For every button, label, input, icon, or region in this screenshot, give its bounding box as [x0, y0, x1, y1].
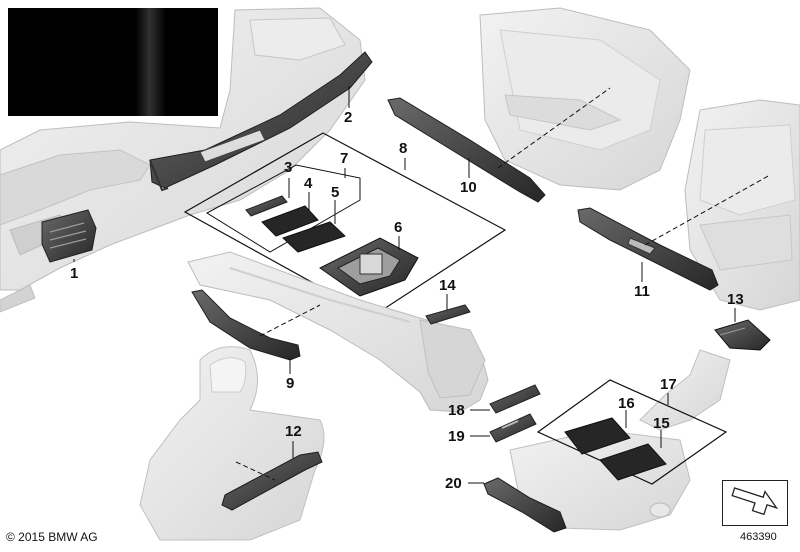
callout-8: 8 [399, 140, 408, 157]
frame-7 [206, 164, 361, 253]
orientation-box [722, 480, 788, 526]
part-20-trim [468, 477, 567, 533]
callout-9: 9 [286, 375, 295, 392]
part-11-door-trim [577, 174, 771, 291]
part-15-mat [599, 430, 667, 481]
arrow-icon [731, 487, 779, 516]
rear-door-panel [684, 99, 800, 311]
callout-10: 10 [460, 179, 477, 196]
thumbnail-sheen [136, 8, 166, 116]
callout-13: 13 [727, 291, 744, 308]
callout-6: 6 [394, 219, 403, 236]
callout-11: 11 [634, 283, 650, 300]
part-4-mat [261, 192, 319, 237]
callout-14: 14 [439, 277, 456, 294]
part-13-trim [714, 308, 771, 351]
callout-3: 3 [284, 159, 293, 176]
part-6-selector-trim [319, 236, 419, 297]
part-2-dash-trim [149, 51, 373, 192]
diagram-number: 463390 [740, 531, 777, 543]
seat [139, 346, 325, 541]
part-10-door-trim [387, 87, 611, 203]
callout-20: 20 [445, 475, 462, 492]
part-12-seat-trim [221, 441, 323, 511]
part-14-console-trim [425, 294, 471, 325]
callout-5: 5 [331, 184, 340, 201]
callout-4: 4 [304, 175, 313, 192]
callout-16: 16 [618, 395, 635, 412]
callout-17: 17 [660, 376, 677, 393]
callout-1: 1 [70, 265, 79, 282]
part-3-trim-strip [245, 178, 290, 217]
callout-7: 7 [340, 150, 349, 167]
center-console [187, 251, 489, 413]
vehicle-thumbnail-image [8, 8, 218, 116]
callout-18: 18 [448, 402, 465, 419]
callout-19: 19 [448, 428, 465, 445]
part-1-air-vent [41, 209, 97, 263]
callout-12: 12 [285, 423, 302, 440]
callout-15: 15 [653, 415, 670, 432]
copyright-text: © 2015 BMW AG [6, 530, 98, 544]
callout-2: 2 [344, 109, 353, 126]
part-5-mat [282, 200, 346, 253]
part-9-side-trim [191, 289, 321, 374]
front-door-panel [479, 7, 691, 191]
part-16-mat [564, 410, 631, 455]
part-18-trim [470, 384, 541, 414]
part-19-trim [470, 413, 537, 443]
